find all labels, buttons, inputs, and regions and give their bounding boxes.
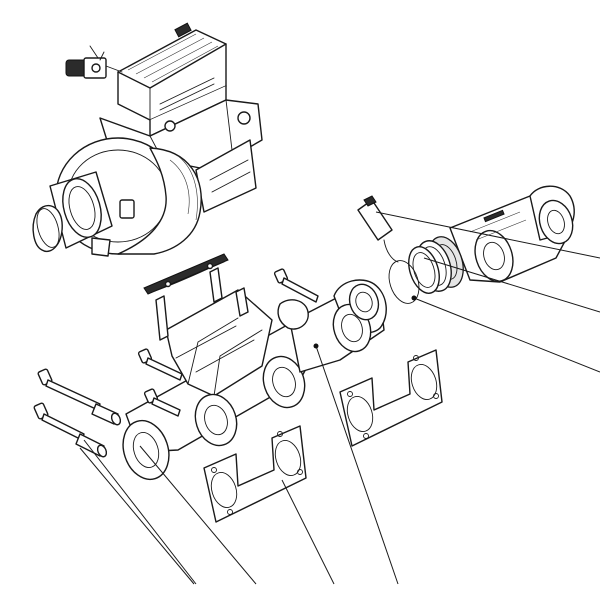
leader-line — [375, 211, 600, 259]
actuator-connector — [65, 45, 123, 79]
bolt — [37, 368, 101, 411]
turbo-inlet — [32, 171, 113, 253]
turbocharger-assembly — [32, 22, 263, 257]
slip-joint-seal-rings — [408, 236, 464, 294]
leader-line — [139, 445, 257, 585]
bolt — [33, 402, 85, 441]
exhaust-manifold-rear — [277, 279, 387, 373]
spacer-sleeves — [75, 403, 122, 458]
leader-line — [413, 297, 600, 373]
temperature-sensor — [357, 195, 420, 304]
bolt — [143, 388, 181, 417]
bolt — [273, 268, 319, 303]
exhaust-manifold-rear-upper — [449, 185, 575, 283]
leader-line — [423, 257, 600, 313]
turbo-gasket — [143, 253, 229, 295]
leader-dot — [313, 343, 319, 349]
exhaust-manifold-front — [122, 267, 317, 481]
leader-lines — [79, 211, 600, 585]
mounting-bolts — [33, 268, 319, 441]
bolt — [137, 348, 183, 381]
leader-dot — [411, 295, 417, 301]
leader-line — [83, 439, 197, 585]
leader-line — [281, 479, 335, 585]
manifold-gasket-rear — [339, 349, 443, 447]
leader-line — [79, 447, 195, 585]
leader-line — [315, 345, 399, 585]
manifold-gasket-front — [203, 425, 307, 523]
